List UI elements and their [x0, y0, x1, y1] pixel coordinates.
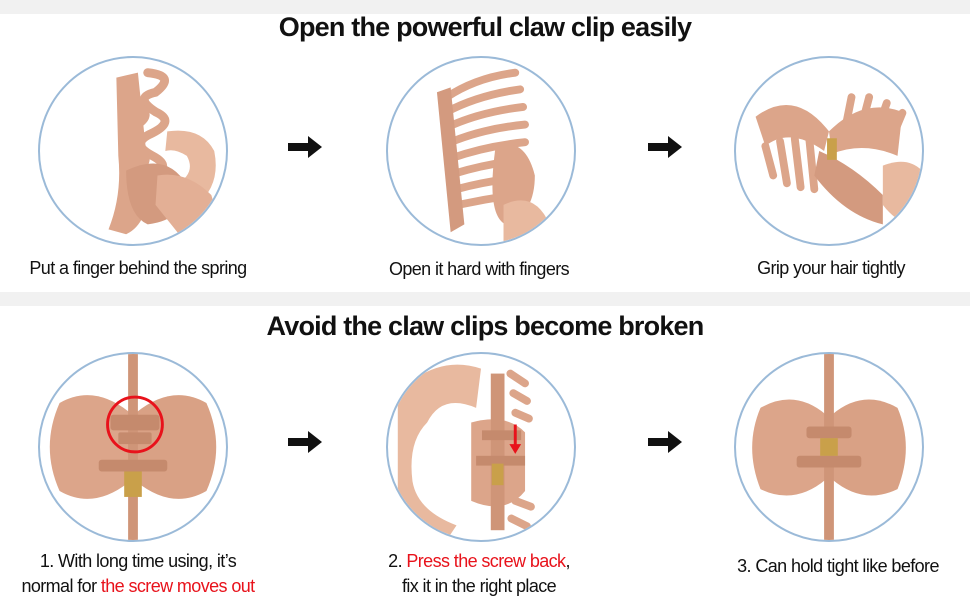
arrow-right-icon [648, 431, 682, 453]
step2-image-circle [386, 56, 576, 246]
press-screw-image-circle [386, 352, 576, 542]
press-screw-caption-line2: fix it in the right place [401, 576, 557, 596]
screw-out-caption-line1: 1. With long time using, it’s [39, 551, 237, 571]
press-screw-caption: 2. Press the screw back, fix it in the r… [346, 549, 612, 599]
fixed-clip-image-circle [734, 352, 924, 542]
claw-clip-held-illustration [108, 68, 226, 244]
claw-clip-closeup-illustration [49, 354, 217, 540]
press-screw-caption-number: 2. [388, 551, 407, 571]
screw-out-caption: 1. With long time using, it’s normal for… [0, 549, 276, 599]
section2-title: Avoid the claw clips become broken [266, 311, 705, 341]
arrow-right-icon [288, 136, 322, 158]
red-circle-marker [106, 395, 164, 454]
screw-out-image-circle [38, 352, 228, 542]
step1-caption: Put a finger behind the spring [29, 258, 247, 278]
arrow-right-icon [648, 136, 682, 158]
step3-caption: Grip your hair tightly [757, 258, 905, 278]
red-down-arrow-icon [509, 424, 522, 454]
press-screw-caption-highlight: Press the screw back [406, 551, 566, 571]
press-screw-caption-comma: , [565, 551, 570, 571]
claw-clip-gripping-illustration [755, 93, 922, 230]
screw-out-caption-plain: normal for [21, 576, 101, 596]
hold-tight-caption: 3. Can hold tight like before [737, 556, 939, 576]
step3-image-circle [734, 56, 924, 246]
screw-out-caption-line2: normal for the screw moves out [0, 574, 276, 599]
top-band [0, 0, 970, 14]
step1-image-circle [38, 56, 228, 246]
screw-out-caption-highlight: the screw moves out [100, 576, 255, 596]
section1-title: Open the powerful claw clip easily [278, 12, 692, 42]
step2-caption: Open it hard with fingers [388, 259, 570, 279]
claw-clip-fixed-illustration [752, 354, 906, 540]
press-screw-caption-line1: 2. Press the screw back, [346, 549, 612, 574]
claw-clip-opening-illustration [436, 68, 550, 244]
arrow-right-icon [288, 431, 322, 453]
section-divider-band [0, 292, 970, 306]
claw-clip-pressing-illustration [397, 364, 535, 540]
